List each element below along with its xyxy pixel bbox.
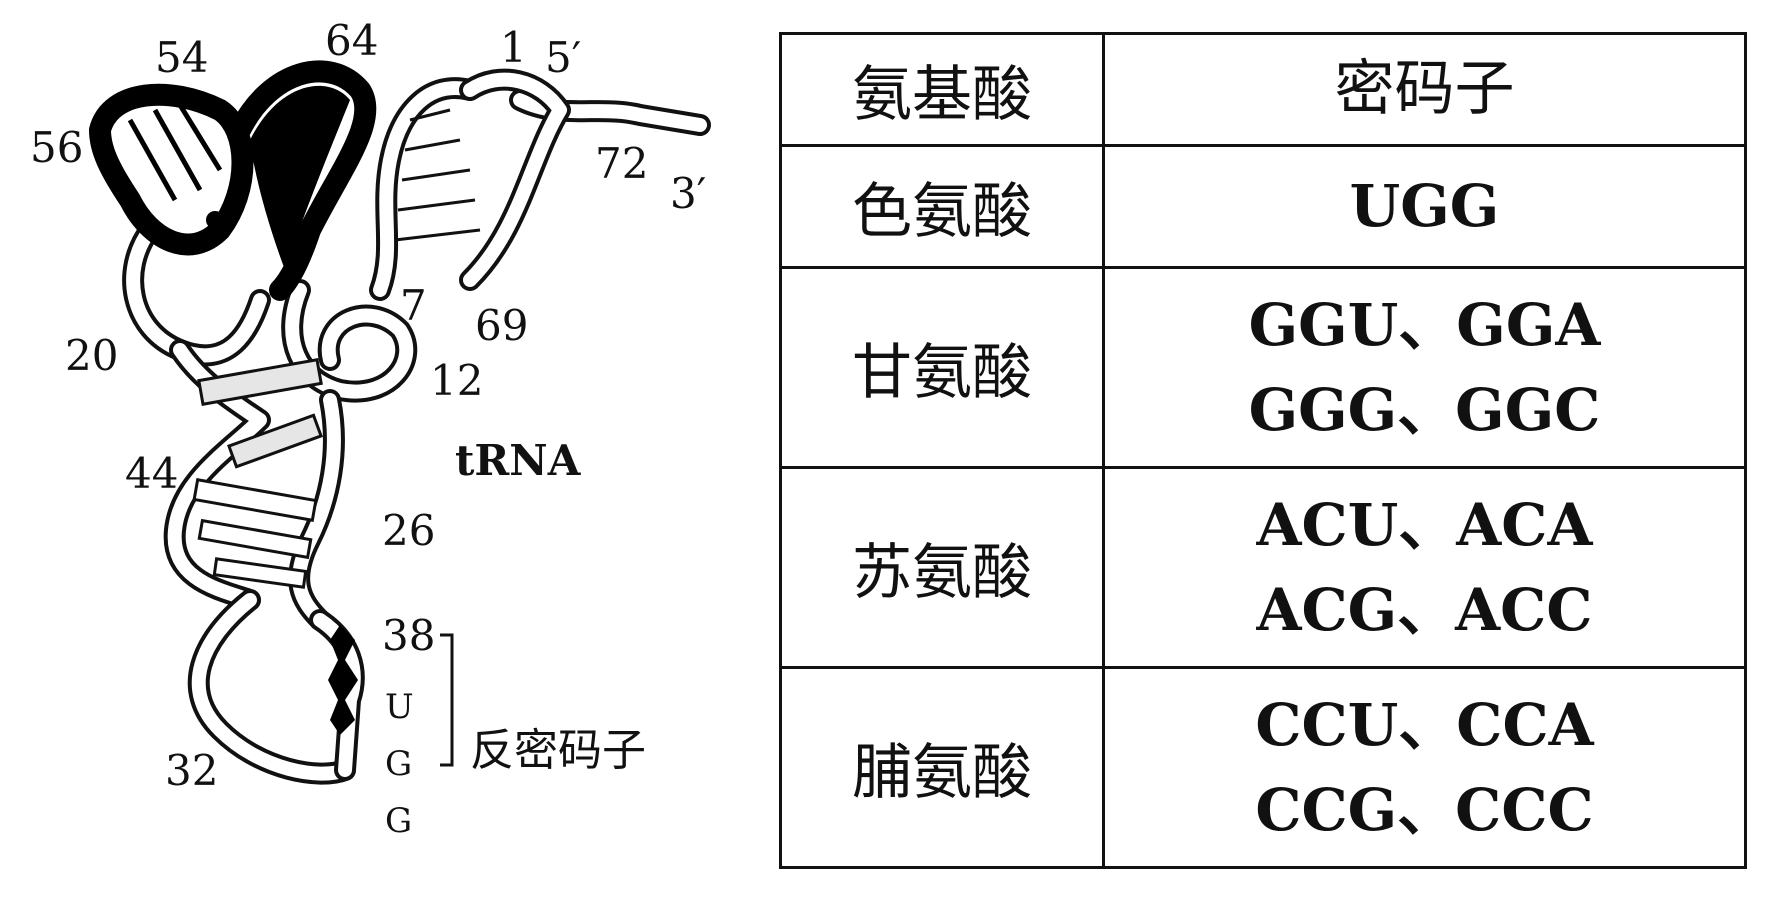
table-row: 苏氨酸 ACU、ACA ACG、ACC [779, 466, 1747, 669]
label-72: 72 [595, 139, 648, 188]
codon-line: GGG、GGC [1248, 375, 1601, 444]
label-38: 38 [382, 611, 435, 660]
codon-line: UGG [1349, 172, 1500, 241]
table-row: 脯氨酸 CCU、CCA CCG、CCC [779, 666, 1747, 869]
table-row: 色氨酸 UGG [779, 144, 1747, 269]
amino-acid-cell: 脯氨酸 [779, 666, 1105, 869]
table-row: 甘氨酸 GGU、GGA GGG、GGC [779, 266, 1747, 469]
label-1: 1 [500, 23, 527, 72]
label-44: 44 [125, 449, 178, 498]
codon-cell: CCU、CCA CCG、CCC [1102, 666, 1747, 869]
codon-cell: GGU、GGA GGG、GGC [1102, 266, 1747, 469]
trna-label: tRNA [455, 436, 582, 485]
codon-line: CCU、CCA [1255, 691, 1594, 760]
anticodon-marks [328, 625, 358, 735]
header-amino-acid: 氨基酸 [779, 32, 1105, 147]
trna-backbone [122, 68, 711, 785]
anticodon-label: 反密码子 [470, 725, 646, 776]
label-54: 54 [155, 33, 208, 82]
trna-diagram: 54 64 1 5′ 56 72 3′ 7 69 20 12 44 26 38 … [30, 16, 711, 841]
label-3-prime: 3′ [670, 169, 706, 218]
label-7: 7 [400, 281, 427, 330]
label-69: 69 [475, 301, 528, 350]
amino-acid-cell: 苏氨酸 [779, 466, 1105, 669]
label-56: 56 [30, 123, 83, 172]
codon-line: ACG、ACC [1256, 575, 1593, 644]
label-32: 32 [165, 746, 218, 795]
codon-cell: UGG [1102, 144, 1747, 269]
label-26: 26 [382, 506, 435, 555]
codon-line: ACU、ACA [1256, 491, 1593, 560]
label-20: 20 [65, 331, 118, 380]
codon-line: CCG、CCC [1255, 775, 1594, 844]
label-12: 12 [430, 356, 483, 405]
base-pair-rungs [192, 108, 481, 589]
amino-acid-cell: 甘氨酸 [779, 266, 1105, 469]
codon-table: 氨基酸 密码子 色氨酸 UGG 甘氨酸 GGU、GGA GGG、GGC 苏氨酸 … [779, 32, 1747, 869]
anticodon-base-3: G [385, 801, 412, 841]
anticodon-bracket [440, 633, 454, 767]
codon-line: GGU、GGA [1248, 291, 1601, 360]
anticodon-base-1: U [385, 687, 414, 727]
codon-cell: ACU、ACA ACG、ACC [1102, 466, 1747, 669]
table-header-row: 氨基酸 密码子 [779, 32, 1747, 147]
amino-acid-cell: 色氨酸 [779, 144, 1105, 269]
anticodon-base-2: G [385, 744, 412, 784]
header-codon: 密码子 [1102, 32, 1747, 147]
label-5-prime: 5′ [545, 33, 581, 82]
dark-loop-region [89, 60, 377, 301]
label-64: 64 [325, 16, 378, 65]
